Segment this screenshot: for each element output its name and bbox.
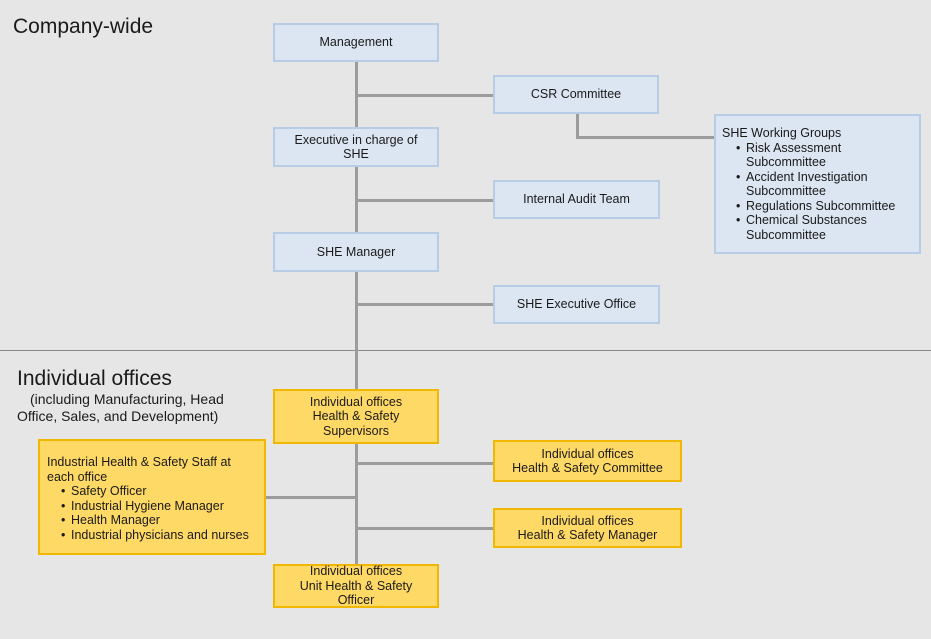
individual-offices-subtitle-line2: Office, Sales, and Development) [17, 408, 219, 424]
unit-officer-label-line3: Officer [337, 593, 375, 608]
committee-label-line1: Individual offices [541, 446, 634, 461]
list-item: Regulations Subcommittee [722, 199, 913, 214]
connector-csr [356, 94, 494, 97]
individual-offices-subtitle-line1: (including Manufacturing, Head [30, 391, 224, 407]
main-spine-lower [355, 443, 358, 566]
connector-working-groups [576, 136, 715, 139]
staff-list: Safety Officer Industrial Hygiene Manage… [47, 484, 258, 542]
connector-internal-audit [356, 199, 494, 202]
connector-office-committee [356, 462, 494, 465]
she-working-groups-title: SHE Working Groups [722, 126, 842, 140]
she-executive-office-label: SHE Executive Office [516, 297, 637, 312]
staff-title-line1: Industrial Health & Safety Staff at [47, 455, 231, 469]
csr-committee-label: CSR Committee [530, 87, 622, 102]
section-divider [0, 350, 931, 351]
connector-csr-down [576, 114, 579, 138]
she-executive-office-box: SHE Executive Office [493, 285, 660, 324]
list-item: Health Manager [47, 513, 258, 528]
individual-offices-title: Individual offices [17, 367, 172, 390]
staff-title-line2: each office [47, 469, 108, 484]
connector-office-manager [356, 527, 494, 530]
health-safety-manager-box: Individual offices Health & Safety Manag… [493, 508, 682, 548]
connector-staff [265, 496, 357, 499]
list-item: Industrial Hygiene Manager [47, 499, 258, 514]
list-item: Safety Officer [47, 484, 258, 499]
executive-she-label-line2: SHE [343, 147, 369, 161]
committee-label-line2: Health & Safety Committee [512, 461, 663, 475]
she-working-groups-box: SHE Working Groups Risk AssessmentSubcom… [714, 114, 921, 254]
supervisors-label-line3: Supervisors [323, 423, 389, 438]
she-manager-label: SHE Manager [316, 244, 396, 259]
list-item: Industrial physicians and nurses [47, 528, 258, 543]
health-safety-supervisors-box: Individual offices Health & Safety Super… [273, 389, 439, 444]
industrial-health-safety-staff-box: Industrial Health & Safety Staff at each… [38, 439, 266, 555]
management-box: Management [273, 23, 439, 62]
main-spine-upper [355, 62, 358, 392]
executive-she-box: Executive in charge of SHE [273, 127, 439, 167]
unit-officer-label-line1: Individual offices [309, 564, 403, 579]
unit-officer-label-line2: Unit Health & Safety [299, 578, 413, 593]
health-safety-committee-box: Individual offices Health & Safety Commi… [493, 440, 682, 482]
manager-label-line2: Health & Safety Manager [517, 528, 658, 542]
company-wide-title: Company-wide [13, 15, 154, 38]
internal-audit-label: Internal Audit Team [523, 192, 630, 207]
supervisors-label-line1: Individual offices [309, 394, 403, 409]
manager-label-line1: Individual offices [541, 513, 634, 528]
she-manager-box: SHE Manager [273, 232, 439, 272]
supervisors-label-line2: Health & Safety [312, 409, 400, 424]
unit-health-safety-officer-box: Individual offices Unit Health & Safety … [273, 564, 439, 608]
executive-she-label-line1: Executive in charge of [294, 132, 418, 147]
internal-audit-box: Internal Audit Team [493, 180, 660, 219]
connector-she-executive-office [356, 303, 494, 306]
csr-committee-box: CSR Committee [493, 75, 659, 114]
management-label: Management [319, 35, 393, 50]
